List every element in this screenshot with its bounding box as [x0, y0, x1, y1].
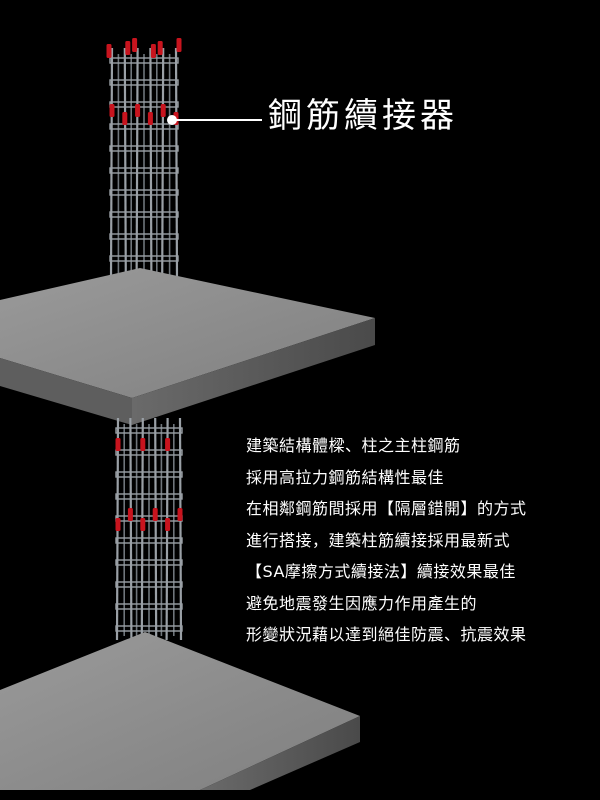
vertical-rebar — [178, 417, 183, 641]
rebar-coupler — [177, 508, 183, 521]
stirrup-tie — [109, 145, 179, 152]
stirrup-tie — [109, 233, 179, 240]
vertical-rebar — [109, 47, 114, 281]
coupler-title: 鋼筋續接器 — [268, 96, 458, 136]
vertical-rebar — [154, 417, 158, 641]
stirrup-tie — [115, 603, 183, 610]
stirrup-tie — [109, 255, 179, 262]
description-line: 形變狀況藉以達到絕佳防震、抗震效果 — [246, 625, 527, 644]
rebar-coupler — [165, 438, 171, 451]
lower-rebar-cage — [115, 417, 183, 641]
rebar-coupler — [140, 518, 146, 531]
rebar-tip — [125, 41, 131, 55]
rebar-tip — [132, 38, 138, 52]
rebar-coupler — [115, 518, 121, 531]
rebar-tip — [176, 38, 182, 52]
stirrup-tie — [115, 427, 183, 434]
description-line: 建築結構體樑、柱之主柱鋼筋 — [246, 436, 461, 455]
upper-slab-side — [132, 318, 375, 425]
stirrup-tie — [115, 449, 183, 456]
stirrup-tie — [109, 211, 179, 218]
stirrup-tie — [115, 625, 183, 632]
coupler-callout-pointer — [167, 115, 262, 125]
stirrup-tie — [115, 537, 183, 544]
stirrup-tie — [115, 493, 183, 500]
vertical-rebar — [123, 47, 127, 281]
stirrup-tie — [109, 57, 179, 64]
stirrup-tie — [109, 189, 179, 196]
rebar-coupler — [165, 518, 171, 531]
rebar-coupler — [147, 112, 153, 125]
description-line: 進行搭接，建築柱筋續接採用最新式 — [246, 530, 511, 550]
rebar-coupler — [160, 104, 166, 117]
upper-slab-front — [0, 358, 132, 425]
stirrup-tie — [115, 581, 183, 588]
upper-rebar-cage — [106, 38, 182, 281]
rebar-tip — [157, 41, 163, 55]
rebar-coupler — [140, 438, 146, 451]
rebar-tip — [106, 44, 112, 58]
callout-dot — [167, 115, 177, 125]
description-line: 【SA摩擦方式續接法】續接效果最佳 — [246, 562, 516, 581]
vertical-rebar — [161, 47, 165, 281]
lower-slab-side — [200, 716, 360, 790]
stirrup-tie — [109, 123, 179, 130]
stirrup-tie — [115, 471, 183, 478]
rebar-coupler — [127, 508, 133, 521]
rebar-coupler — [115, 438, 121, 451]
vertical-rebar — [129, 417, 133, 641]
vertical-rebar — [174, 47, 179, 281]
rebar-coupler — [135, 104, 141, 117]
rebar-coupler — [152, 508, 158, 521]
stirrup-tie — [109, 79, 179, 86]
vertical-rebar — [149, 47, 153, 281]
description-line: 採用高拉力鋼筋結構性最佳 — [246, 467, 445, 487]
upper-slab-top — [0, 268, 375, 398]
vertical-rebar — [135, 47, 139, 281]
lower-slab-top — [0, 632, 360, 790]
stirrup-tie — [115, 559, 183, 566]
rebar-tip — [150, 44, 156, 58]
lower-concrete-slab — [0, 632, 360, 790]
upper-concrete-slab — [0, 268, 375, 425]
stirrup-tie — [109, 167, 179, 174]
description-line: 在相鄰鋼筋間採用【隔層錯開】的方式 — [246, 499, 527, 518]
description-text: 建築結構體樑、柱之主柱鋼筋 採用高拉力鋼筋結構性最佳 在相鄰鋼筋間採用【隔層錯開… — [246, 430, 586, 651]
rebar-coupler — [122, 112, 128, 125]
rebar-coupler — [109, 104, 115, 117]
description-line: 避免地震發生因應力作用產生的 — [246, 593, 478, 613]
